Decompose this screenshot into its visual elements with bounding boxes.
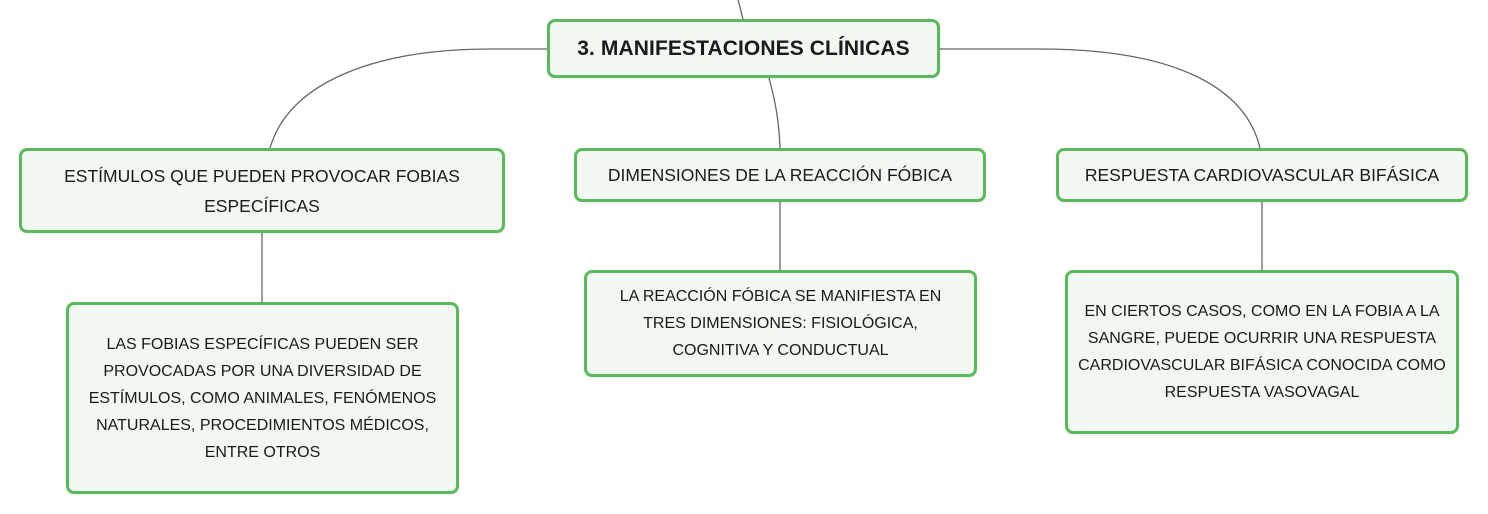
branch-label-estimulos: ESTÍMULOS QUE PUEDEN PROVOCAR FOBIAS ESP… — [64, 165, 460, 216]
branch-node-estimulos[interactable]: ESTÍMULOS QUE PUEDEN PROVOCAR FOBIAS ESP… — [19, 148, 505, 233]
branch-node-dimensiones[interactable]: DIMENSIONES DE LA REACCIÓN FÓBICA — [574, 148, 986, 202]
root-topic-node[interactable]: 3. MANIFESTACIONES CLÍNICAS — [547, 19, 940, 78]
connector-root-to-branch-1 — [269, 48, 547, 149]
branch-node-respuesta[interactable]: RESPUESTA CARDIOVASCULAR BIFÁSICA — [1056, 148, 1468, 202]
detail-node-respuesta[interactable]: EN CIERTOS CASOS, COMO EN LA FOBIA A LA … — [1065, 270, 1459, 434]
detail-text-dimensiones: LA REACCIÓN FÓBICA SE MANIFIESTA EN TRES… — [619, 288, 942, 359]
detail-text-respuesta: EN CIERTOS CASOS, COMO EN LA FOBIA A LA … — [1078, 303, 1446, 401]
detail-text-estimulos: LAS FOBIAS ESPECÍFICAS PUEDEN SER PROVOC… — [88, 335, 437, 461]
connector-parent-to-root — [737, 0, 744, 20]
branch-label-respuesta: RESPUESTA CARDIOVASCULAR BIFÁSICA — [1084, 165, 1440, 185]
connector-root-to-branch-3 — [940, 48, 1261, 149]
detail-node-estimulos[interactable]: LAS FOBIAS ESPECÍFICAS PUEDEN SER PROVOC… — [66, 302, 459, 494]
connector-root-to-branch-2 — [768, 77, 781, 149]
root-topic-label: 3. MANIFESTACIONES CLÍNICAS — [577, 36, 910, 60]
branch-label-dimensiones: DIMENSIONES DE LA REACCIÓN FÓBICA — [607, 165, 953, 185]
detail-node-dimensiones[interactable]: LA REACCIÓN FÓBICA SE MANIFIESTA EN TRES… — [584, 270, 977, 377]
